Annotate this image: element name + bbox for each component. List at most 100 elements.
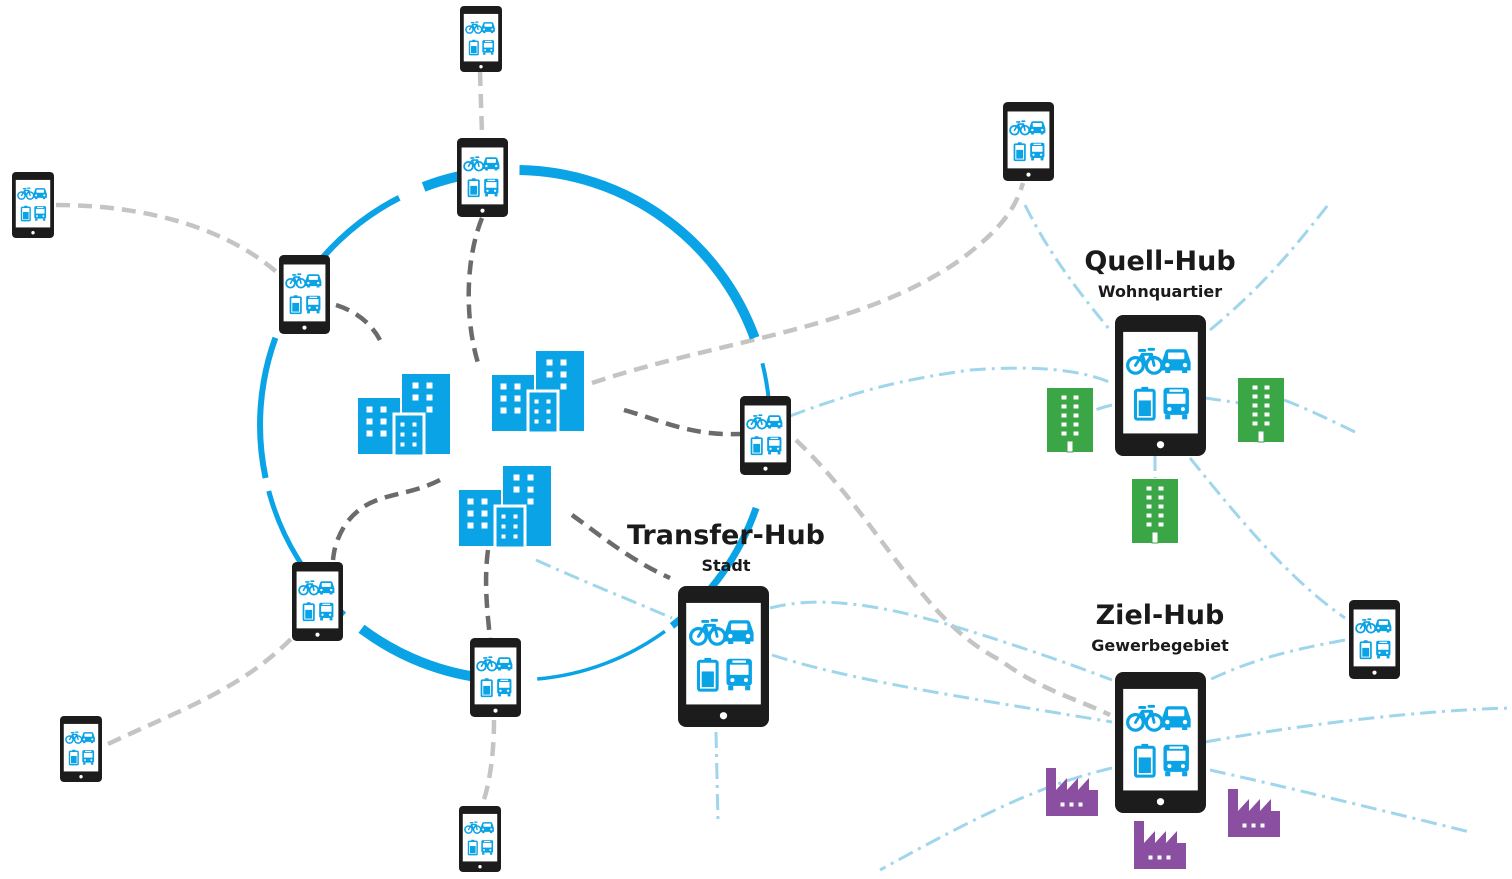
- connector-line-15: [1209, 204, 1330, 332]
- connector-line-11: [483, 549, 493, 639]
- apartment-building-icon: [1237, 377, 1285, 443]
- connector-line-6: [794, 438, 1112, 718]
- mobility-phone-ring-top: [457, 138, 508, 217]
- home-button-icon: [479, 65, 483, 69]
- source-hub-label: Quell-Hub Wohnquartier: [1084, 246, 1235, 301]
- home-button-icon: [79, 775, 83, 779]
- source-hub-phone: [1115, 315, 1206, 456]
- connector-line-4: [479, 719, 497, 806]
- mobility-phone-upper-right: [1003, 102, 1054, 181]
- bus-icon: [81, 749, 95, 766]
- office-buildings-icon: [457, 464, 553, 550]
- factory-icon: [1133, 820, 1187, 870]
- mobility-phone-bottom: [459, 806, 501, 872]
- home-button-icon: [493, 708, 498, 713]
- home-button-icon: [1156, 798, 1165, 806]
- bus-icon: [1162, 386, 1190, 421]
- car-icon: [33, 187, 48, 200]
- source-hub-subtitle: Wohnquartier: [1098, 282, 1222, 301]
- apartment-building-icon: [1131, 478, 1179, 544]
- car-icon: [1160, 348, 1192, 374]
- home-button-icon: [1026, 172, 1031, 177]
- mobility-phone-lower-left: [60, 716, 102, 782]
- bus-icon: [766, 436, 782, 455]
- mobility-phone-ring-bottom: [470, 638, 521, 717]
- transfer-hub-subtitle: Stadt: [701, 556, 750, 575]
- car-icon: [304, 273, 322, 288]
- connector-line-26: [1204, 706, 1512, 744]
- home-button-icon: [719, 712, 728, 720]
- target-hub-subtitle: Gewerbegebiet: [1091, 636, 1229, 655]
- transfer-hub-title: Transfer-Hub: [627, 520, 825, 551]
- car-icon: [495, 656, 513, 672]
- car-icon: [482, 156, 500, 171]
- transfer-hub-label: Transfer-Hub Stadt: [627, 520, 825, 575]
- home-button-icon: [1372, 670, 1377, 675]
- mobility-phone-right: [1349, 600, 1400, 679]
- connector-line-13: [789, 366, 1113, 418]
- connector-line-14: [1023, 204, 1112, 331]
- home-button-icon: [763, 466, 768, 471]
- connector-line-10: [330, 477, 442, 561]
- connector-line-27: [1209, 768, 1471, 834]
- home-button-icon: [302, 325, 307, 330]
- mobility-phone-ring-lower-left: [292, 562, 343, 641]
- target-hub-title: Ziel-Hub: [1096, 600, 1225, 631]
- factory-icon: [1227, 788, 1281, 838]
- car-icon: [1374, 618, 1392, 634]
- connector-lines: [55, 71, 1512, 872]
- bus-icon: [480, 839, 494, 856]
- bus-icon: [33, 205, 47, 222]
- home-button-icon: [1156, 441, 1165, 449]
- bus-icon: [318, 602, 334, 621]
- connector-line-8: [335, 302, 382, 342]
- city-ring-arc-5: [358, 624, 489, 684]
- home-button-icon: [31, 231, 35, 235]
- bus-icon: [1029, 142, 1045, 161]
- bus-icon: [725, 657, 753, 692]
- car-icon: [1160, 705, 1192, 731]
- target-hub-label: Ziel-Hub Gewerbegebiet: [1091, 600, 1229, 655]
- mobility-phone-ring-right: [740, 396, 791, 475]
- car-icon: [81, 731, 96, 744]
- car-icon: [765, 414, 783, 429]
- bus-icon: [1375, 640, 1391, 659]
- car-icon: [480, 821, 495, 834]
- city-ring-arc-1: [519, 165, 760, 340]
- connector-line-1: [477, 71, 485, 135]
- bus-icon: [305, 295, 321, 314]
- connector-line-9: [623, 407, 741, 437]
- connector-line-12: [570, 513, 671, 581]
- city-ring-arc-7: [257, 336, 279, 479]
- home-button-icon: [480, 208, 485, 213]
- connector-line-17: [1283, 398, 1356, 434]
- bus-icon: [481, 39, 495, 56]
- connector-line-20: [1188, 457, 1346, 620]
- connector-line-21: [1204, 638, 1346, 684]
- connector-line-25: [714, 731, 720, 823]
- office-buildings-icon: [356, 372, 452, 458]
- office-buildings-icon: [490, 349, 586, 435]
- home-button-icon: [315, 632, 320, 637]
- source-hub-title: Quell-Hub: [1084, 246, 1235, 277]
- connector-line-7: [466, 217, 485, 364]
- car-icon: [317, 580, 335, 596]
- apartment-building-icon: [1046, 387, 1094, 453]
- car-icon: [1028, 120, 1046, 136]
- connector-line-5: [591, 182, 1026, 386]
- connector-line-3: [107, 636, 294, 747]
- mobility-phone-top: [460, 6, 502, 72]
- connector-line-16: [1204, 396, 1241, 405]
- bus-icon: [1162, 743, 1190, 778]
- car-icon: [723, 619, 755, 645]
- connector-line-2: [55, 202, 282, 277]
- bus-icon: [483, 178, 499, 197]
- car-icon: [481, 21, 496, 34]
- connector-line-18: [1089, 403, 1113, 414]
- connector-line-22: [535, 558, 673, 620]
- phones-layer: [12, 6, 1400, 872]
- home-button-icon: [478, 865, 482, 869]
- mobility-phone-ring-left: [279, 255, 330, 334]
- city-ring-arc-4: [537, 629, 666, 681]
